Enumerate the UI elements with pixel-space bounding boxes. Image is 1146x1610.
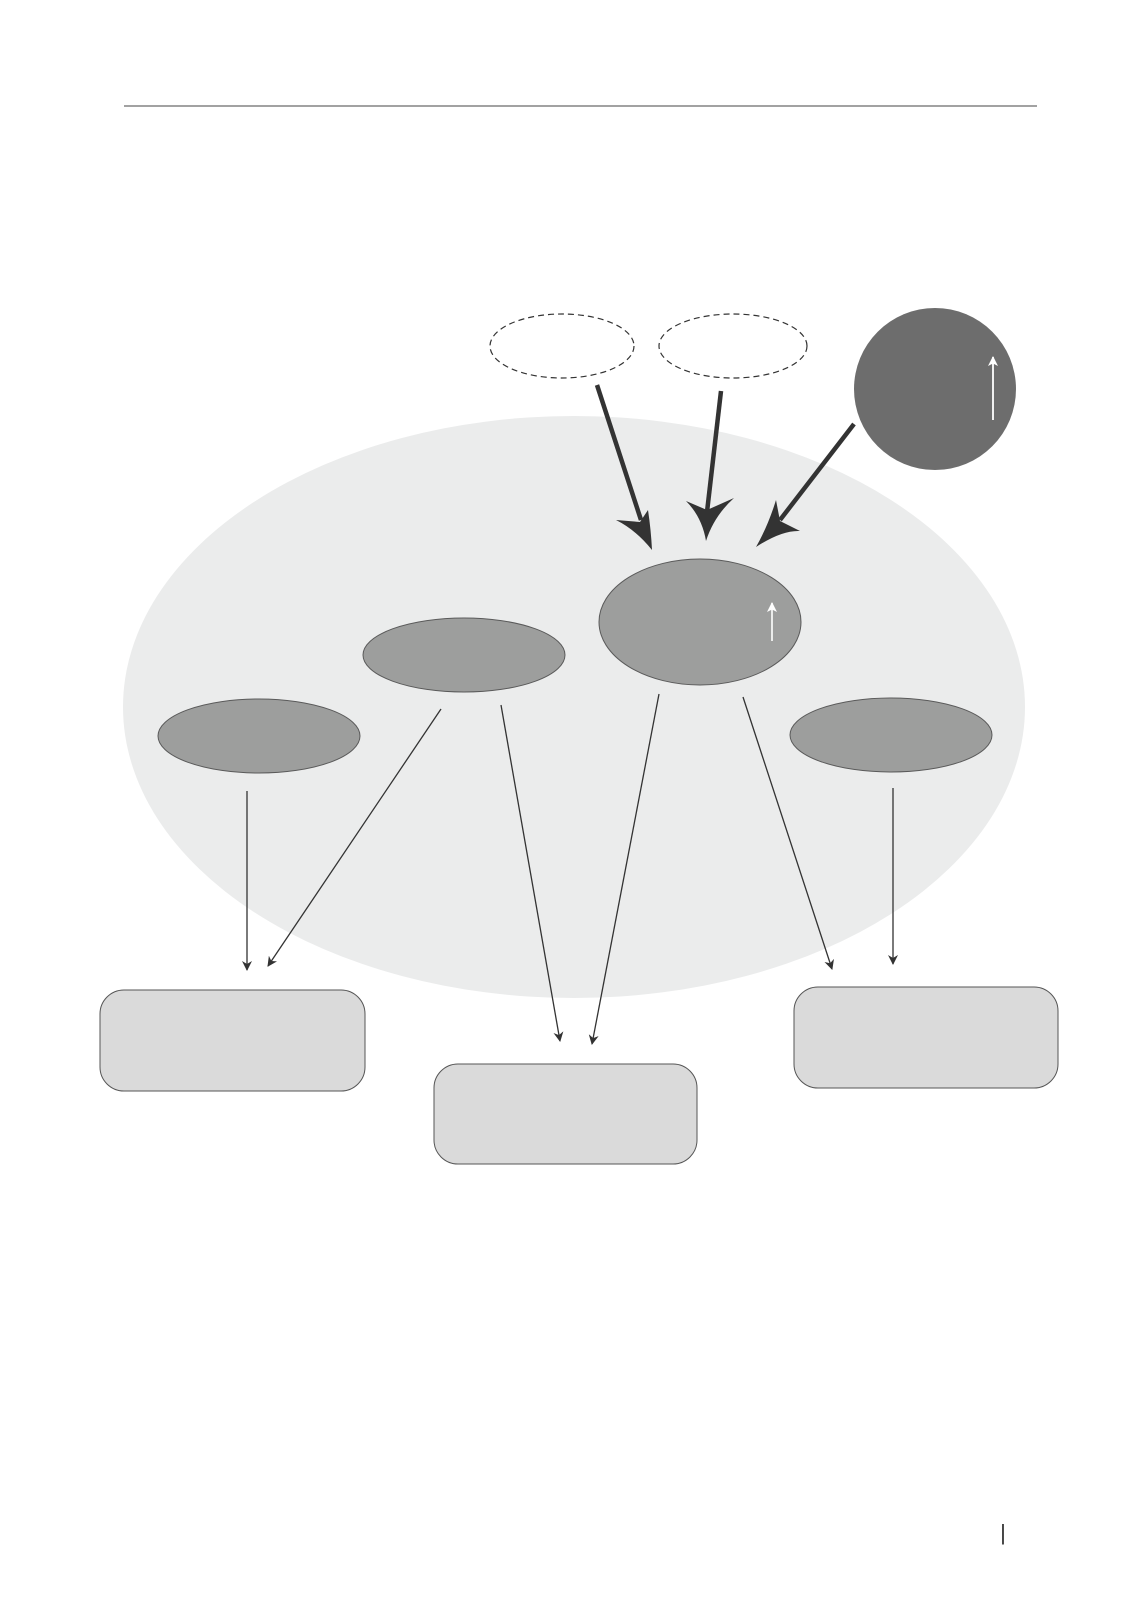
node-right [789,697,993,773]
context-region [123,416,1025,998]
outcome-right-box [793,986,1059,1089]
heavy-arrow-from-input-a [594,384,652,550]
central-node [598,558,802,686]
outcome-center-box [433,1063,698,1165]
heavy-arrow-from-input-b [686,390,734,541]
arrow-node-mid-left-to-outcome-center [500,704,564,1042]
input-a-node [489,313,635,379]
outcome-left-box [99,989,366,1092]
arrow-node-mid-left-to-outcome-left [267,708,442,967]
arrow-central-to-outcome-center [588,693,660,1045]
arrow-central-to-outcome-right [742,696,834,970]
node-left [157,698,361,774]
external-driver-node [854,308,1016,470]
node-mid-left [362,617,566,693]
input-b-node [658,313,808,379]
page-marker: | [1000,1520,1006,1545]
heavy-arrow-from-driver [756,422,856,547]
